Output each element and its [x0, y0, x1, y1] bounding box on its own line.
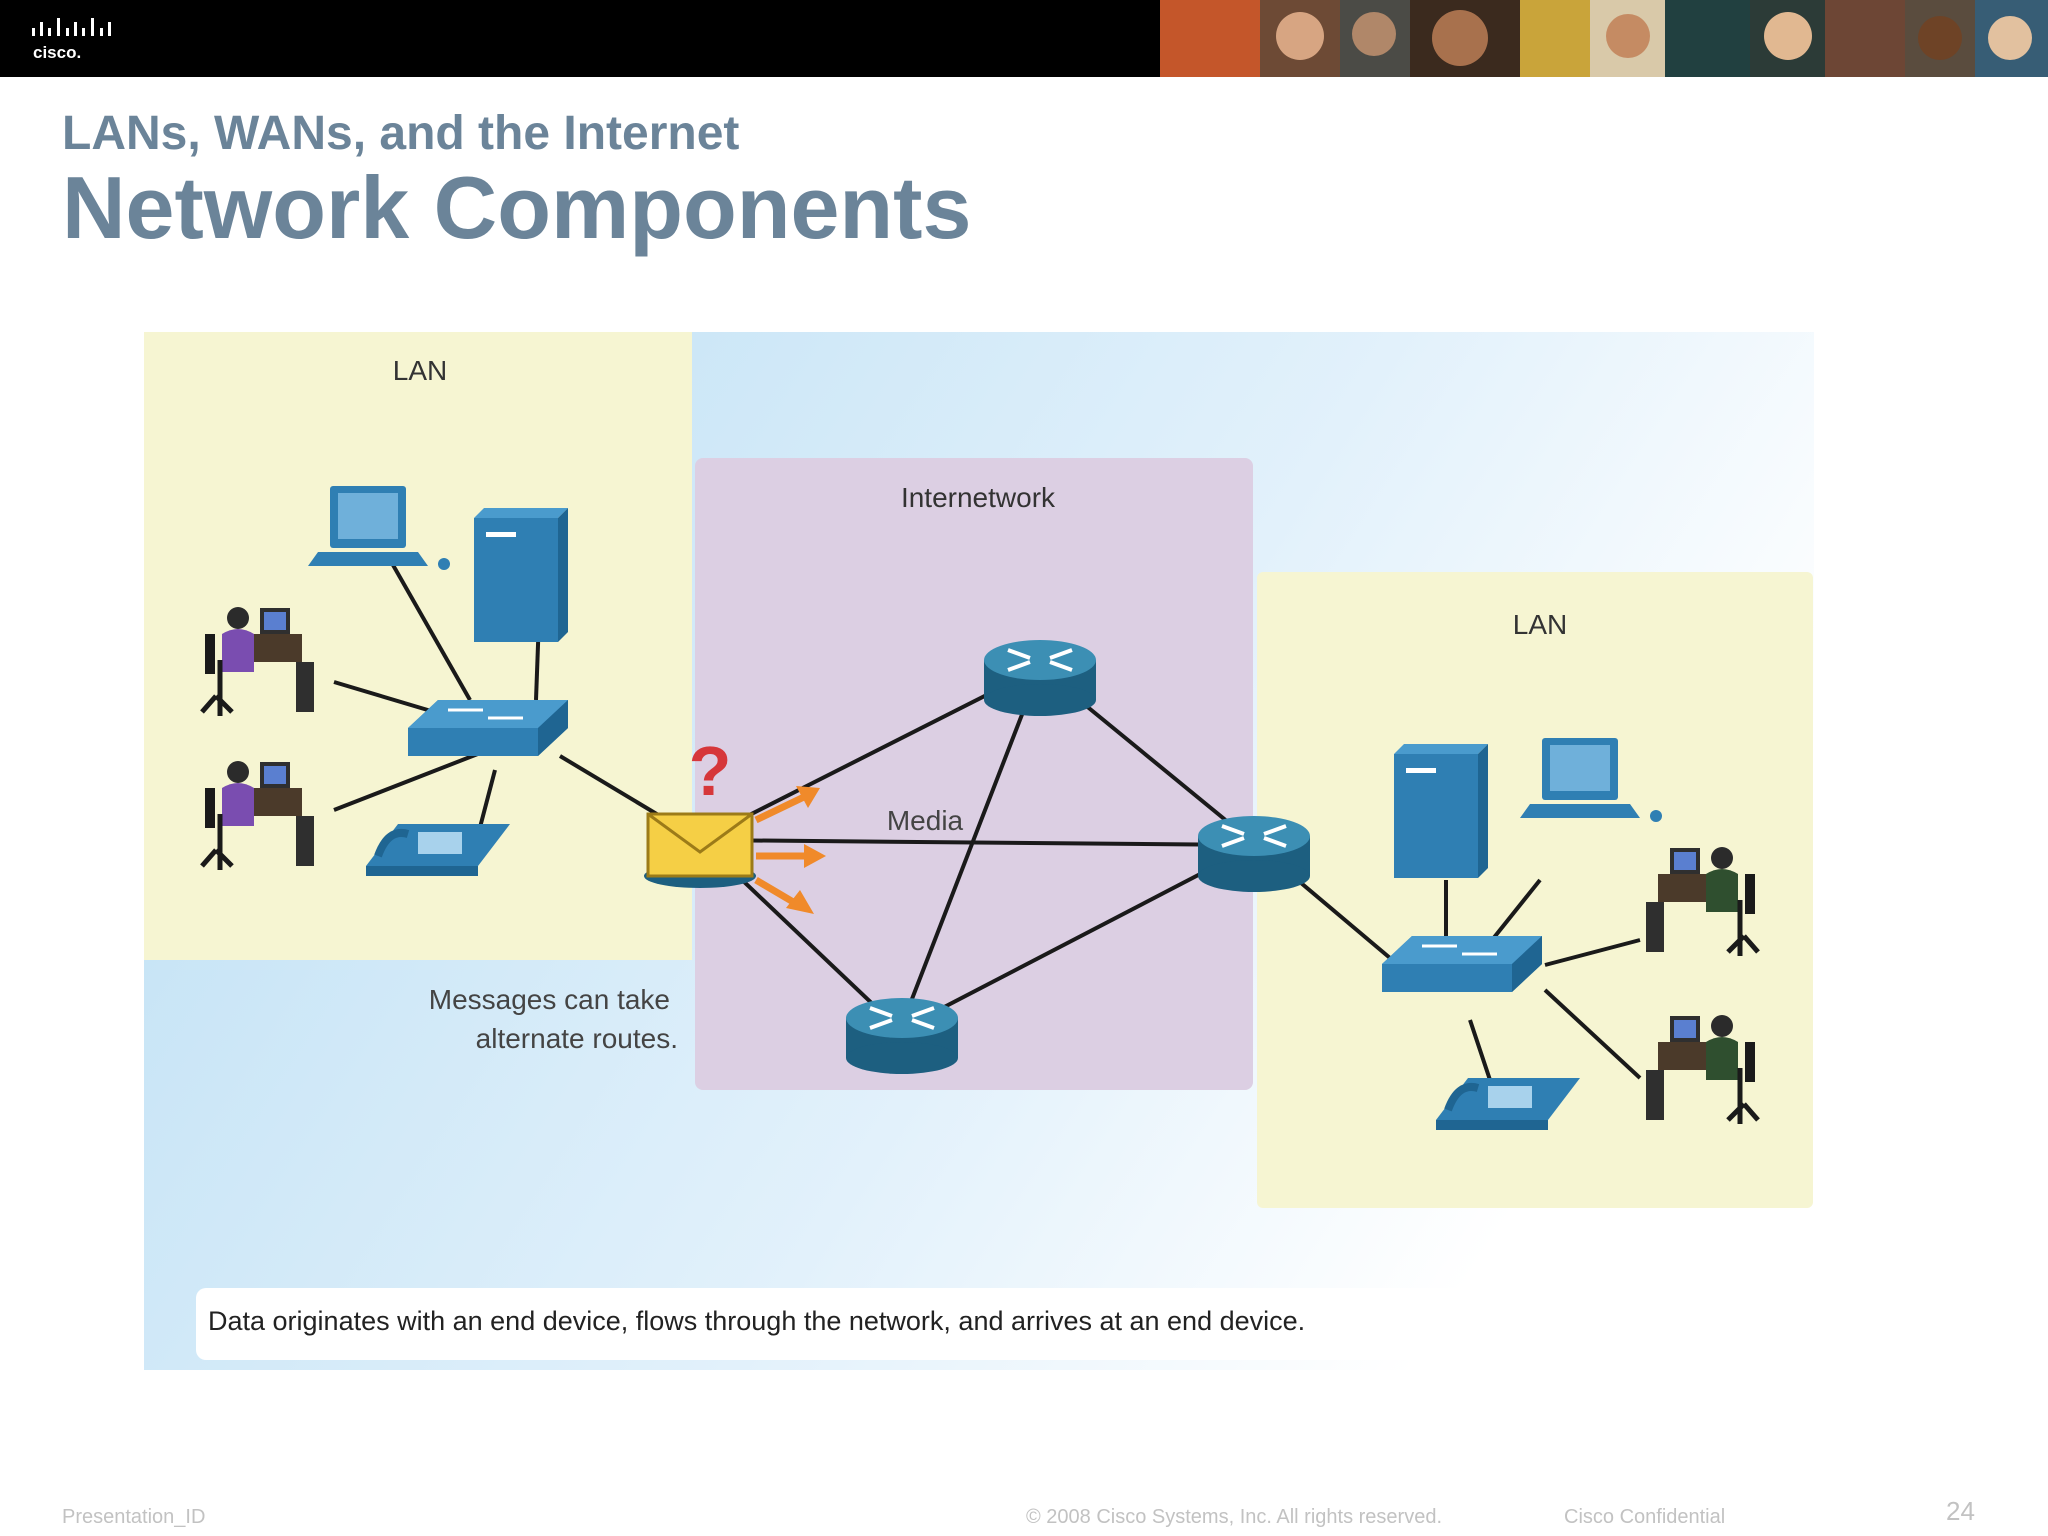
server-icon — [1394, 744, 1488, 878]
header-bar: cisco. — [0, 0, 2048, 77]
router-icon — [844, 996, 960, 1076]
internetwork-zone — [695, 458, 1253, 1090]
lan-left-label: LAN — [393, 355, 447, 386]
header-photo-strip — [1160, 0, 2048, 77]
router-icon — [982, 638, 1098, 718]
routes-note-line1: Messages can take — [429, 984, 670, 1015]
server-icon — [474, 508, 568, 642]
lan-right-label: LAN — [1513, 609, 1567, 640]
switch-icon — [1380, 934, 1544, 994]
caption-box — [196, 1288, 1496, 1360]
question-mark-icon: ? — [689, 732, 732, 810]
message-envelope-icon — [644, 812, 756, 888]
switch-icon — [406, 698, 570, 758]
slide-subtitle: LANs, WANs, and the Internet — [62, 107, 740, 160]
page-number: 24 — [1946, 1496, 1975, 1526]
presentation-id: Presentation_ID — [62, 1506, 206, 1528]
routes-note-line2: alternate routes. — [476, 1023, 678, 1054]
cisco-logo: cisco. — [32, 18, 111, 62]
copyright-notice: © 2008 Cisco Systems, Inc. All rights re… — [1026, 1506, 1443, 1528]
alternate-route-arrows-icon — [754, 786, 826, 914]
router-icon — [1196, 814, 1312, 894]
media-label: Media — [887, 805, 964, 836]
slide-title: Network Components — [62, 158, 972, 257]
diagram-caption: Data originates with an end device, flow… — [208, 1306, 1305, 1336]
logo-text: cisco. — [33, 43, 81, 62]
confidential-label: Cisco Confidential — [1564, 1506, 1726, 1528]
internetwork-label: Internetwork — [901, 482, 1056, 513]
